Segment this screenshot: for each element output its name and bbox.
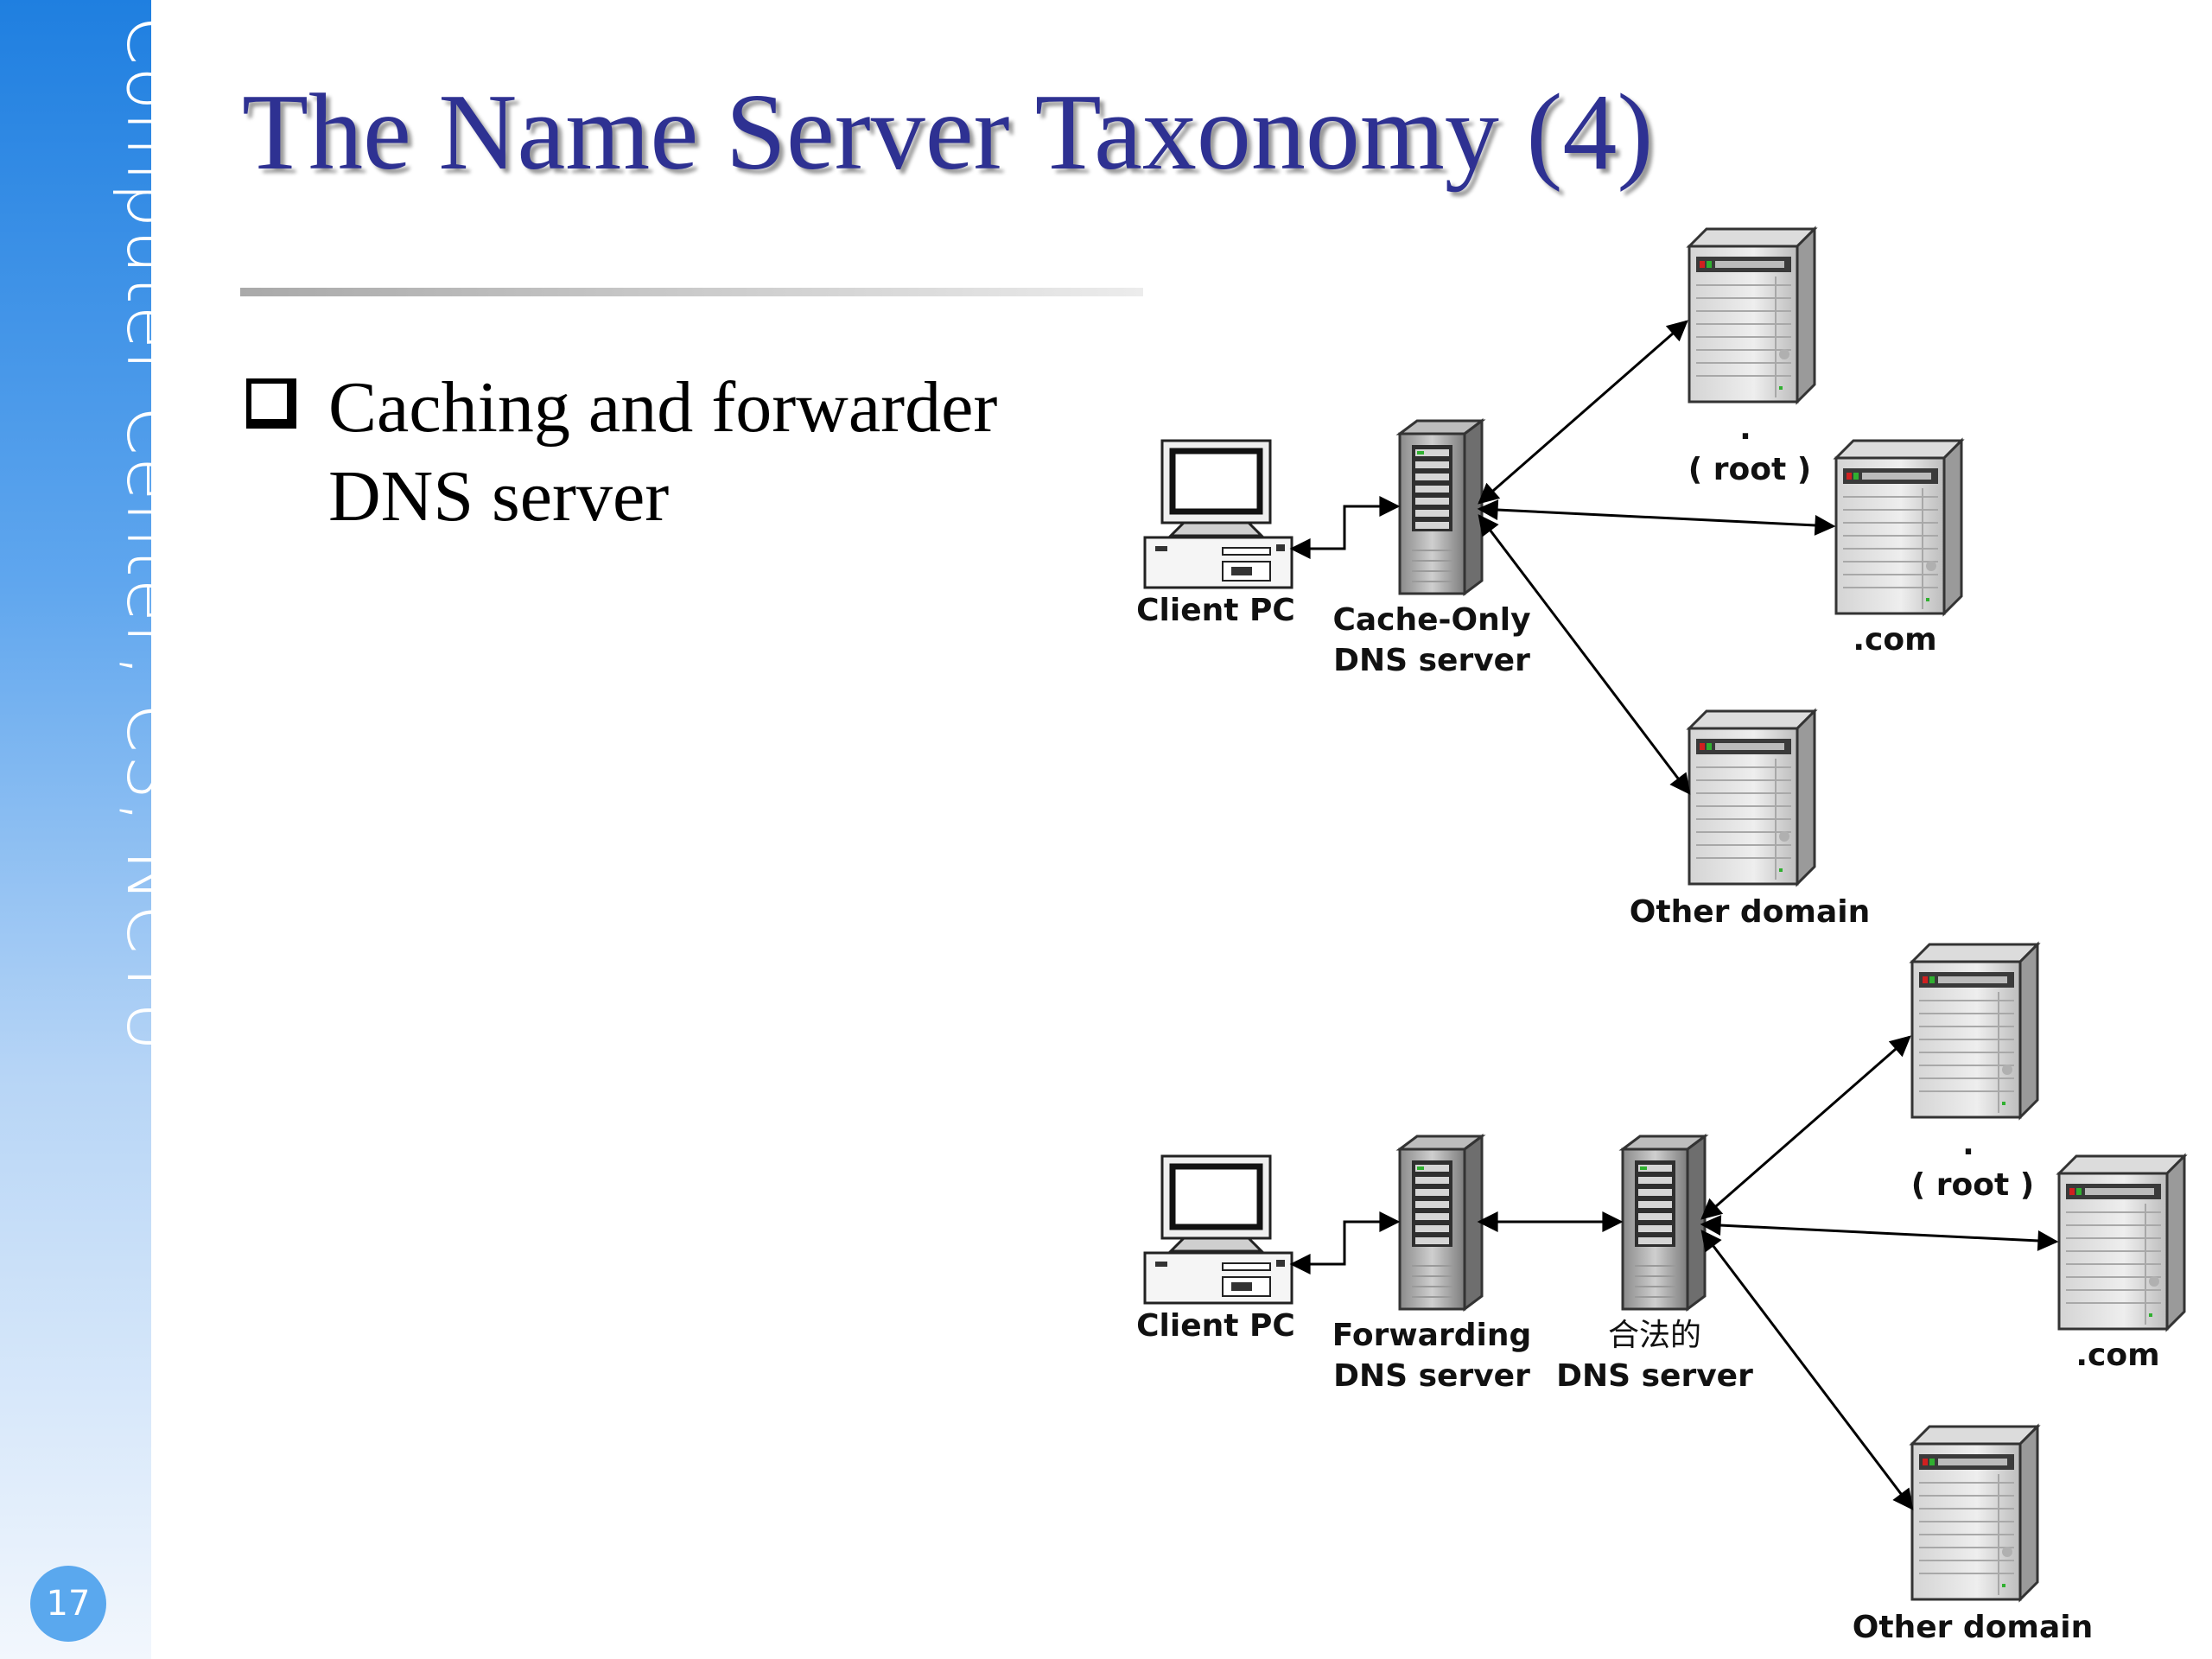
legit-server-icon <box>1621 1135 1707 1311</box>
link-legit-com <box>1700 1215 2059 1251</box>
link-client-forwarding <box>1289 1211 1401 1274</box>
com-label: .com <box>1853 622 1936 658</box>
bullet-item: Caching and forwarder DNS server <box>246 363 1110 541</box>
other-domain-label: Other domain <box>1853 1610 2093 1645</box>
forwarding-server-icon <box>1398 1135 1484 1311</box>
legit-label-2: DNS server <box>1556 1358 1753 1394</box>
sidebar: Computer Center, CS, NCTU 17 <box>0 0 193 1659</box>
checkbox-bullet-icon <box>246 378 296 429</box>
diagram-forwarding: Client PC Forwarding DNS server 合法的 DNS … <box>1136 943 2186 1645</box>
root-dot-label: . <box>1962 1127 1974 1162</box>
forwarding-label-2: DNS server <box>1333 1358 1530 1394</box>
other-domain-label: Other domain <box>1630 894 1870 930</box>
com-server-icon <box>2057 1154 2186 1331</box>
client-pc-icon <box>1145 441 1292 588</box>
sidebar-org-label: Computer Center, CS, NCTU <box>111 16 193 1054</box>
cache-only-label-1: Cache-Only <box>1332 602 1530 638</box>
link-legit-root <box>1700 1035 1911 1220</box>
client-pc-label: Client PC <box>1136 593 1295 628</box>
cache-only-label-2: DNS server <box>1333 643 1530 678</box>
legit-label-1: 合法的 <box>1608 1318 1701 1353</box>
link-cache-root <box>1478 320 1688 505</box>
title-divider <box>240 288 1143 296</box>
slide-title: The Name Server Taxonomy (4) <box>242 73 1654 193</box>
bullet-line-1: Caching and forwarder <box>328 367 998 448</box>
com-label: .com <box>2075 1338 2159 1373</box>
link-cache-other <box>1478 514 1691 795</box>
client-pc-icon <box>1145 1156 1292 1303</box>
root-label: ( root ) <box>1911 1167 2034 1203</box>
root-dot-label: . <box>1739 411 1751 447</box>
com-server-icon <box>1834 439 1963 615</box>
root-label: ( root ) <box>1688 452 1811 487</box>
bullet-line-2: DNS server <box>328 456 670 537</box>
diagram-cache-only: Client PC Cache-Only DNS server . ( root… <box>1136 227 1963 930</box>
other-domain-server-icon <box>1910 1425 2039 1601</box>
client-pc-label: Client PC <box>1136 1308 1295 1344</box>
page-number-badge: 17 <box>30 1566 106 1642</box>
other-domain-server-icon <box>1688 709 1816 886</box>
link-cache-com <box>1477 499 1836 536</box>
root-server-icon <box>1688 227 1816 404</box>
link-legit-other <box>1700 1230 1914 1510</box>
forwarding-label-1: Forwarding <box>1332 1318 1531 1353</box>
link-client-cache <box>1289 496 1401 559</box>
cache-only-server-icon <box>1398 419 1484 595</box>
root-server-icon <box>1910 943 2039 1119</box>
